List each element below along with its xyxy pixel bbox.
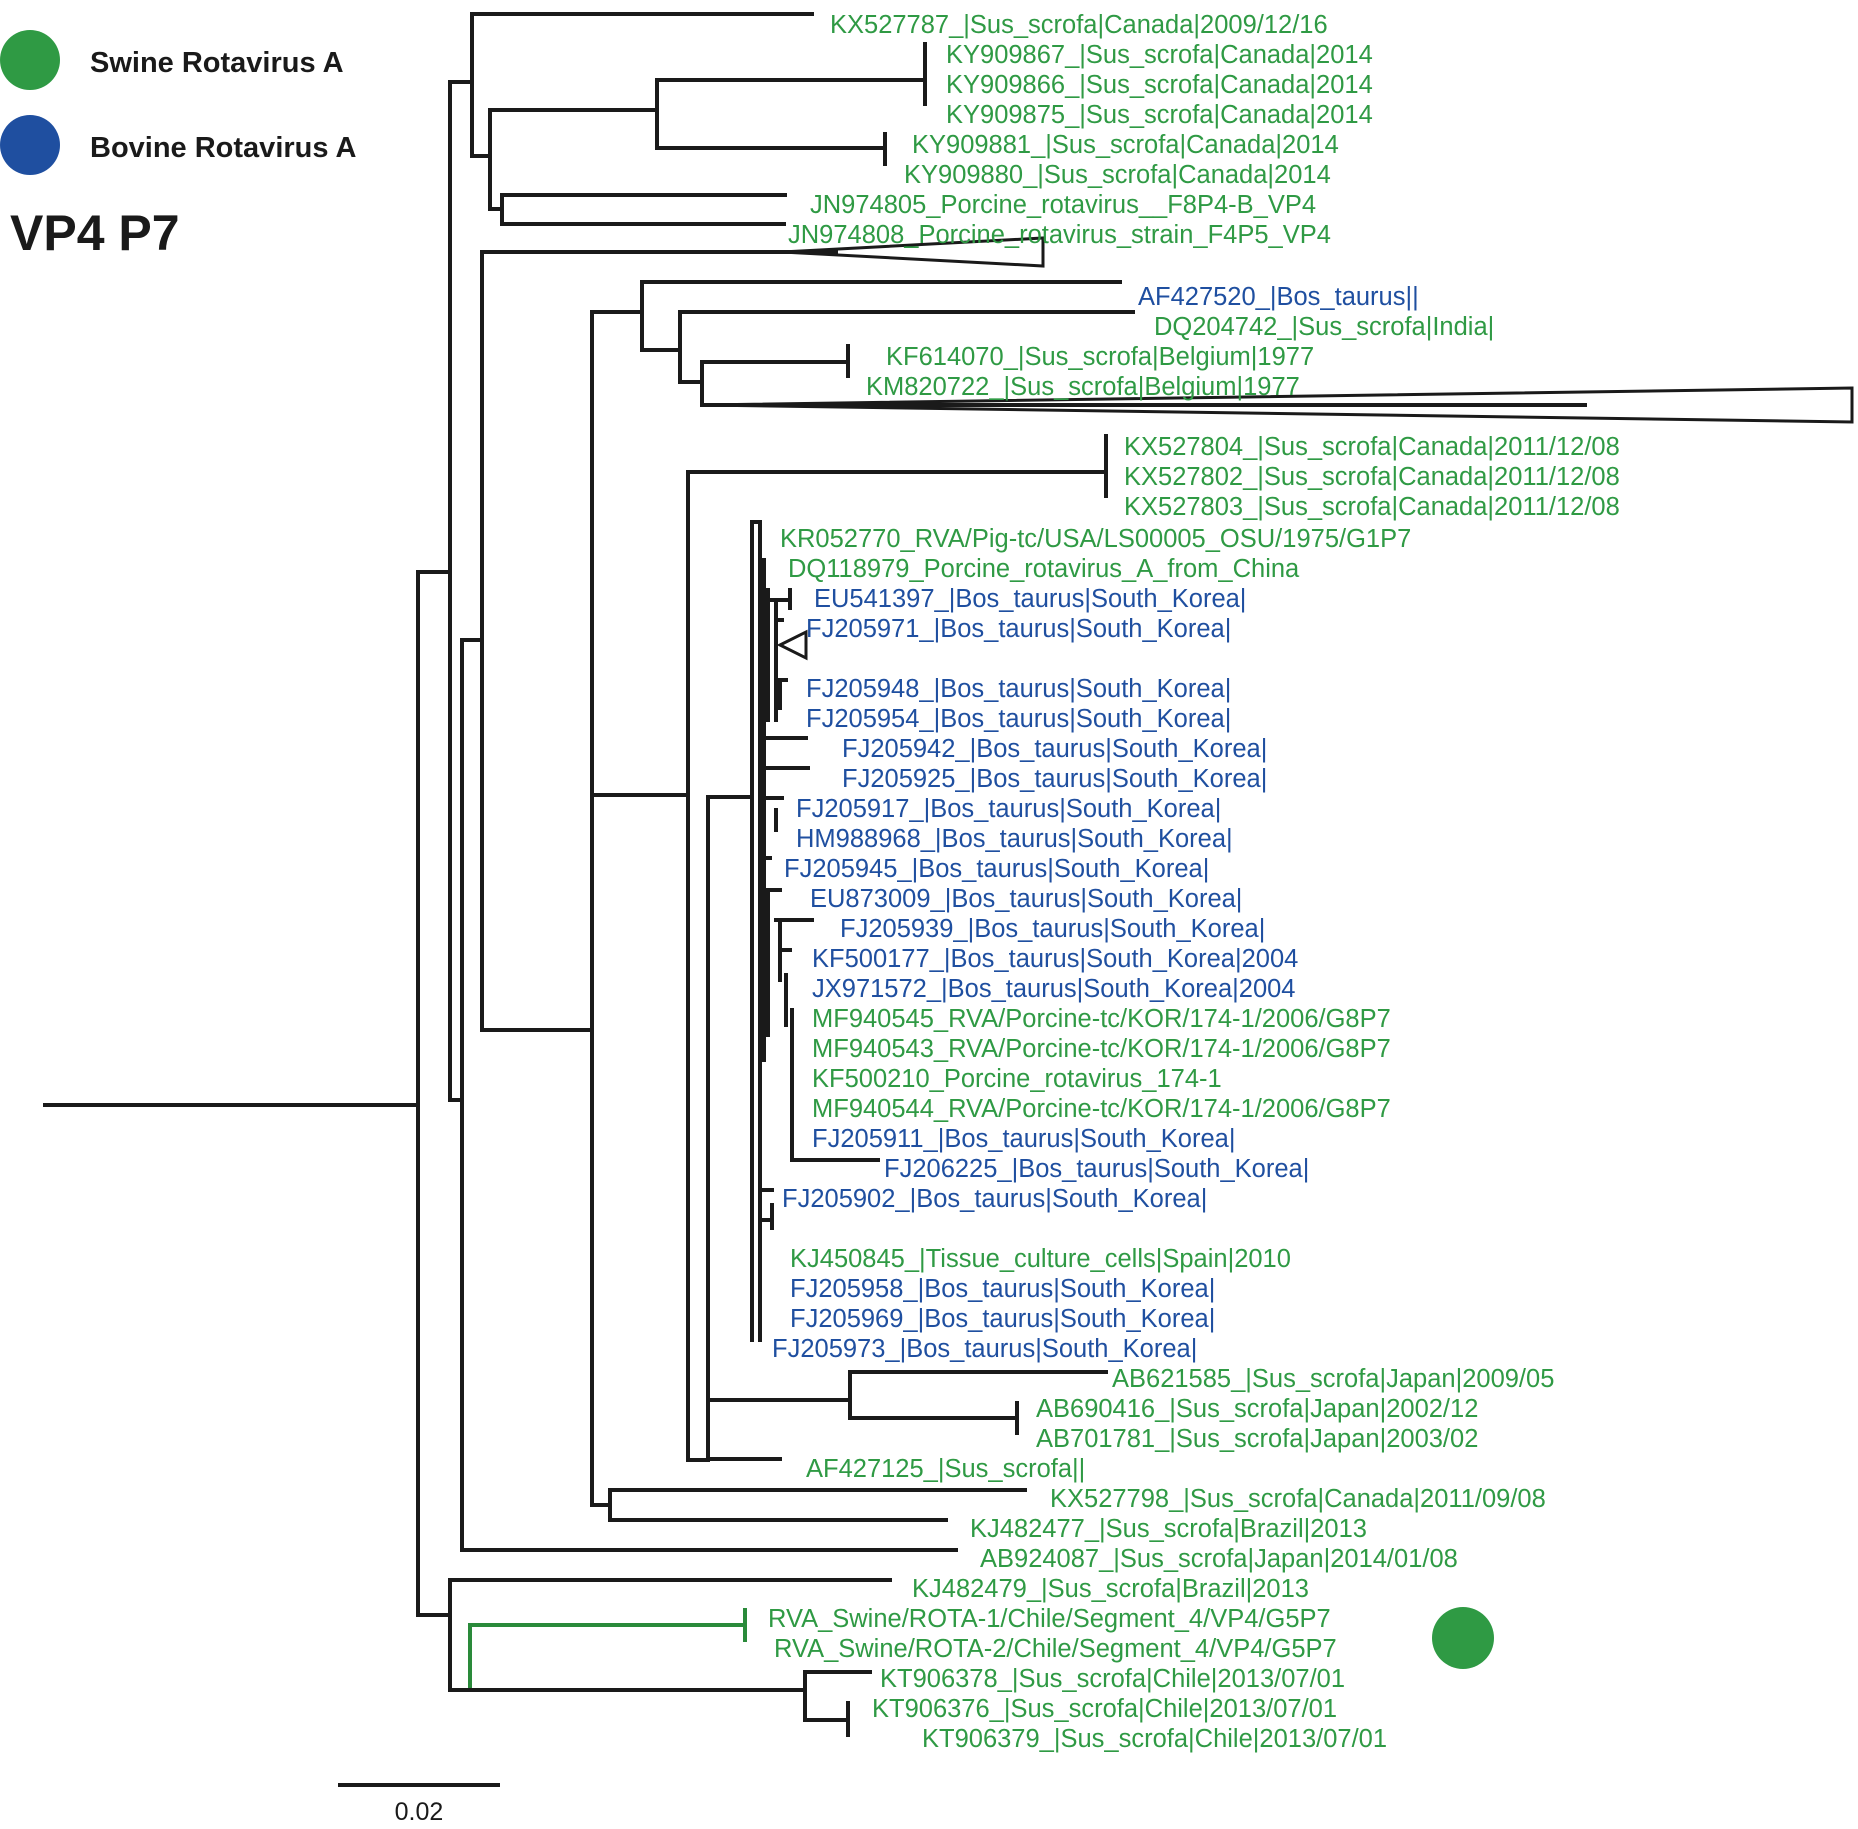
tip-label: MF940545_RVA/Porcine-tc/KOR/174-1/2006/G… [812, 1005, 1391, 1033]
tip-label: KX527798_|Sus_scrofa|Canada|2011/09/08 [1050, 1485, 1546, 1513]
scale-bar: 0.02 [338, 1783, 500, 1826]
tip-label: FJ205948_|Bos_taurus|South_Korea| [806, 675, 1231, 703]
tip-label: KY909880_|Sus_scrofa|Canada|2014 [904, 161, 1331, 189]
collapsed-clade-triangle [776, 629, 808, 661]
tip-label: JX971572_|Bos_taurus|South_Korea|2004 [812, 975, 1296, 1003]
tip-label: RVA_Swine/ROTA-2/Chile/Segment_4/VP4/G5P… [774, 1635, 1337, 1663]
tip-label: KR052770_RVA/Pig-tc/USA/LS00005_OSU/1975… [780, 525, 1411, 553]
tip-label: FJ205971_|Bos_taurus|South_Korea| [806, 615, 1231, 643]
legend-bovine-label: Bovine Rotavirus A [90, 132, 356, 164]
tip-label: KY909866_|Sus_scrofa|Canada|2014 [946, 71, 1373, 99]
legend-swine-label: Swine Rotavirus A [90, 47, 344, 79]
tip-label: AB701781_|Sus_scrofa|Japan|2003/02 [1036, 1425, 1478, 1453]
tip-label: AF427125_|Sus_scrofa|| [806, 1455, 1085, 1483]
tip-label: KF500177_|Bos_taurus|South_Korea|2004 [812, 945, 1298, 973]
tip-label: AF427520_|Bos_taurus|| [1138, 283, 1419, 311]
tip-label: FJ205942_|Bos_taurus|South_Korea| [842, 735, 1267, 763]
tip-label: MF940544_RVA/Porcine-tc/KOR/174-1/2006/G… [812, 1095, 1391, 1123]
collapsed-clade-triangle [781, 236, 1045, 268]
tip-label: KJ482477_|Sus_scrofa|Brazil|2013 [970, 1515, 1367, 1543]
tip-label: MF940543_RVA/Porcine-tc/KOR/174-1/2006/G… [812, 1035, 1391, 1063]
tip-label: FJ205958_|Bos_taurus|South_Korea| [790, 1275, 1215, 1303]
tip-label: KT906379_|Sus_scrofa|Chile|2013/07/01 [922, 1725, 1387, 1753]
tip-label: HM988968_|Bos_taurus|South_Korea| [796, 825, 1233, 853]
tip-label: JN974805_Porcine_rotavirus__F8P4-B_VP4 [810, 191, 1316, 219]
tip-label: RVA_Swine/ROTA-1/Chile/Segment_4/VP4/G5P… [768, 1605, 1331, 1633]
tip-label: FJ206225_|Bos_taurus|South_Korea| [884, 1155, 1309, 1183]
tip-label: FJ205969_|Bos_taurus|South_Korea| [790, 1305, 1215, 1333]
tip-label: KF614070_|Sus_scrofa|Belgium|1977 [886, 343, 1314, 371]
tip-label: FJ205973_|Bos_taurus|South_Korea| [772, 1335, 1197, 1363]
legend-swine-swatch [0, 30, 60, 90]
tip-label: KY909875_|Sus_scrofa|Canada|2014 [946, 101, 1373, 129]
tip-label: FJ205939_|Bos_taurus|South_Korea| [840, 915, 1265, 943]
tip-label: EU541397_|Bos_taurus|South_Korea| [814, 585, 1246, 613]
tip-label: JN974808_Porcine_rotavirus_strain_F4P5_V… [788, 221, 1331, 249]
tip-label: KM820722_|Sus_scrofa|Belgium|1977 [866, 373, 1300, 401]
scale-bar-label: 0.02 [395, 1798, 444, 1826]
collapsed-clade-triangle [701, 386, 1854, 424]
tip-label: KY909867_|Sus_scrofa|Canada|2014 [946, 41, 1373, 69]
tip-label: AB621585_|Sus_scrofa|Japan|2009/05 [1112, 1365, 1554, 1393]
tip-label: FJ205902_|Bos_taurus|South_Korea| [782, 1185, 1207, 1213]
tip-label: KX527787_|Sus_scrofa|Canada|2009/12/16 [830, 11, 1328, 39]
tree-title: VP4 P7 [10, 205, 180, 261]
tip-label: FJ205954_|Bos_taurus|South_Korea| [806, 705, 1231, 733]
tip-labels: KX527787_|Sus_scrofa|Canada|2009/12/16KY… [768, 11, 1620, 1753]
tip-label: KT906378_|Sus_scrofa|Chile|2013/07/01 [880, 1665, 1345, 1693]
tip-label: FJ205917_|Bos_taurus|South_Korea| [796, 795, 1221, 823]
tip-label: KF500210_Porcine_rotavirus_174-1 [812, 1065, 1222, 1093]
tip-label: KY909881_|Sus_scrofa|Canada|2014 [912, 131, 1339, 159]
tip-label: KJ482479_|Sus_scrofa|Brazil|2013 [912, 1575, 1309, 1603]
legend-bovine-swatch [0, 115, 60, 175]
tip-label: KJ450845_|Tissue_culture_cells|Spain|201… [790, 1245, 1291, 1273]
tip-label: DQ204742_|Sus_scrofa|India| [1154, 313, 1494, 341]
tip-label: KX527802_|Sus_scrofa|Canada|2011/12/08 [1124, 463, 1620, 491]
tip-label: DQ118979_Porcine_rotavirus_A_from_China [788, 555, 1300, 583]
tree-branches [43, 12, 1587, 1737]
tip-label: FJ205925_|Bos_taurus|South_Korea| [842, 765, 1267, 793]
tip-label: KT906376_|Sus_scrofa|Chile|2013/07/01 [872, 1695, 1337, 1723]
collapsed-clades [701, 236, 1854, 661]
tip-label: KX527803_|Sus_scrofa|Canada|2011/12/08 [1124, 493, 1620, 521]
tip-label: FJ205945_|Bos_taurus|South_Korea| [784, 855, 1209, 883]
tip-label: AB690416_|Sus_scrofa|Japan|2002/12 [1036, 1395, 1478, 1423]
tip-label: FJ205911_|Bos_taurus|South_Korea| [812, 1125, 1235, 1153]
highlight-marker [1432, 1607, 1494, 1669]
tip-label: AB924087_|Sus_scrofa|Japan|2014/01/08 [980, 1545, 1458, 1573]
legend: Swine Rotavirus A Bovine Rotavirus A [0, 30, 356, 175]
tip-label: EU873009_|Bos_taurus|South_Korea| [810, 885, 1242, 913]
tip-label: KX527804_|Sus_scrofa|Canada|2011/12/08 [1124, 433, 1620, 461]
